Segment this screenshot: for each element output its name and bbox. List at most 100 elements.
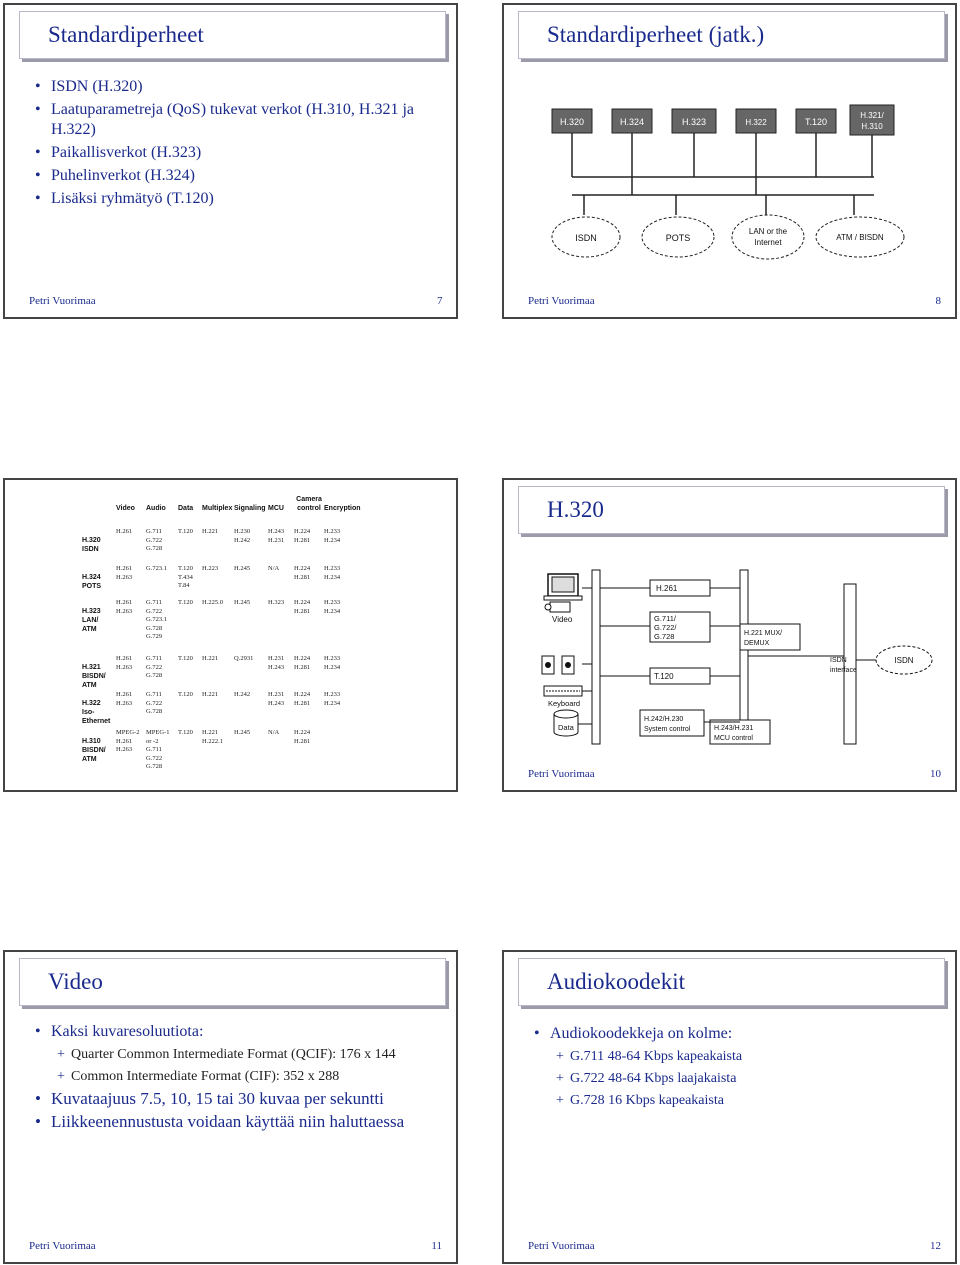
footer-page-number: 12 [930,1240,941,1252]
slide-8: Standardiperheet (jatk.) H.320 H.324 H.3… [502,3,957,319]
standard-box-label-line: H.310 [861,122,883,131]
table-row-label: H.320 ISDN [82,537,101,553]
table-cell: H.225.0 [202,599,223,606]
bullet-list: ISDN (H.320) Laatuparametreja (QoS) tuke… [35,77,435,212]
table-row-label: H.323 LAN/ ATM [82,608,101,633]
keyboard-icon [543,685,583,697]
system-control-label-line: System control [644,726,691,733]
bullet-item: Lisäksi ryhmätyö (T.120) [35,189,435,209]
table-cell: G.711 G.722 G.723.1 G.728 G.729 [146,599,167,640]
standard-box: H.324 [611,108,653,134]
table-cell: H.261 H.263 [116,565,133,581]
table-cell: H.233 H.234 [324,691,341,707]
slide-12: Audiokoodekit Audiokoodekkeja on kolme: … [502,950,957,1264]
standard-box-label: H.323 [682,117,706,127]
network-cloud: ISDN [551,216,621,258]
monitor-icon [543,573,583,601]
database-icon [553,709,579,737]
table-cell: H.233 H.234 [324,528,341,544]
slide-footer: Petri Vuorimaa 12 [528,1240,941,1252]
data-label: Data [558,723,575,732]
camera-icon [544,601,571,613]
cloud-label-line: Internet [754,238,782,247]
mux-bus [739,569,749,745]
slide-footer: Petri Vuorimaa 7 [29,295,443,307]
table-cell: G.711 G.722 G.728 [146,528,163,552]
standard-box: T.120 [795,108,837,134]
table-cell: H.224 H.281 [294,528,311,544]
table-cell: H.224 H.281 [294,691,311,707]
standard-box: H.323 [671,108,717,134]
mcu-control-block: H.243/H.231 MCU control [709,719,771,745]
mux-label-line: H.221 MUX/ [744,630,782,637]
h320-block-diagram: Video Keyboard Data H.261 [541,569,933,745]
bullet-list: Audiokoodekkeja on kolme: G.711 48-64 Kb… [534,1024,934,1113]
audio-codec-label-line: G.722/ [654,623,677,632]
table-cell: H.233 H.234 [324,565,341,581]
mcu-control-label-line: MCU control [714,735,753,742]
table-cell: H.245 [234,565,251,572]
cloud-label: ATM / BISDN [836,233,884,242]
table-cell: Q.2931 [234,655,254,662]
footer-author: Petri Vuorimaa [528,768,595,780]
table-cell: T.120 [178,729,193,736]
standard-box-label: T.120 [805,117,827,127]
bullet-item: Liikkeenennustusta voidaan käyttää niin … [35,1112,435,1132]
table-cell: H.233 H.234 [324,655,341,671]
table-header: Camera control [296,496,322,512]
connector-lines [578,587,876,725]
standard-box: H.320 [551,108,593,134]
bullet-item: Kuvataajuus 7.5, 10, 15 tai 30 kuvaa per… [35,1089,435,1109]
slide-10: H.320 Video Keyboard [502,478,957,792]
bullet-item: Kaksi kuvaresoluutiota: [35,1022,435,1042]
table-cell: H.242 [234,691,251,698]
standard-box-label: H.320 [560,117,584,127]
slide-title-box: H.320 [518,486,945,534]
footer-page-number: 8 [935,295,942,307]
footer-author: Petri Vuorimaa [528,295,595,307]
audio-codec-label-line: G.728 [654,632,674,641]
sub-bullet-item: G.711 48-64 Kbps kapeakaista [534,1047,934,1066]
slide-7: Standardiperheet ISDN (H.320) Laatuparam… [3,3,458,319]
standard-box: H.322 [735,108,777,134]
table-header: Video [116,505,135,512]
table-cell: T.120 [178,655,193,662]
cloud-label: ISDN [575,233,597,243]
table-header: Encryption [324,505,361,512]
table-cell: H.221 [202,528,219,535]
slide-title-box: Standardiperheet [19,11,446,59]
table-cell: H.231 H.243 [268,691,285,707]
table-cell: G.711 G.722 G.728 [146,655,163,679]
footer-page-number: 10 [930,768,941,780]
table-header: Audio [146,505,166,512]
left-bus [591,569,601,745]
table-header: MCU [268,505,284,512]
isdn-cloud: ISDN [875,645,933,675]
table-cell: N/A [268,729,280,736]
table-header: Data [178,505,194,512]
table-header: Multiplex [202,505,233,512]
network-cloud: ATM / BISDN [815,216,905,258]
keyboard-label: Keyboard [548,699,580,708]
table-cell: T.120 [178,691,193,698]
isdn-interface-label-line: ISDN [830,657,847,664]
sub-bullet-item: Quarter Common Intermediate Format (QCIF… [35,1045,435,1064]
mux-label-line: DEMUX [744,640,770,647]
standard-box-label-line: H.321/ [860,111,884,120]
slide-title-box: Audiokoodekit [518,958,945,1006]
table-row-label: H.321 BISDN/ ATM [82,664,106,689]
table-cell: H.243 H.231 [268,528,285,544]
sub-bullet-item: G.728 16 Kbps kapeakaista [534,1091,934,1110]
table-cell: H.261 [116,528,133,535]
slide-11: Video Kaksi kuvaresoluutiota: Quarter Co… [3,950,458,1264]
table-cell: H.261 H.263 [116,655,133,671]
bullet-item: ISDN (H.320) [35,77,435,97]
standard-box: H.321/ H.310 [849,104,895,136]
table-cell: T.120 [178,599,193,606]
table-cell: H.224 H.281 [294,729,311,745]
mux-block: H.221 MUX/ DEMUX [739,623,801,651]
footer-page-number: 7 [437,295,443,307]
bullet-item: Laatuparametreja (QoS) tukevat verkot (H… [35,100,435,140]
table-cell: H.221 [202,655,219,662]
table-cell: N/A [268,565,280,572]
